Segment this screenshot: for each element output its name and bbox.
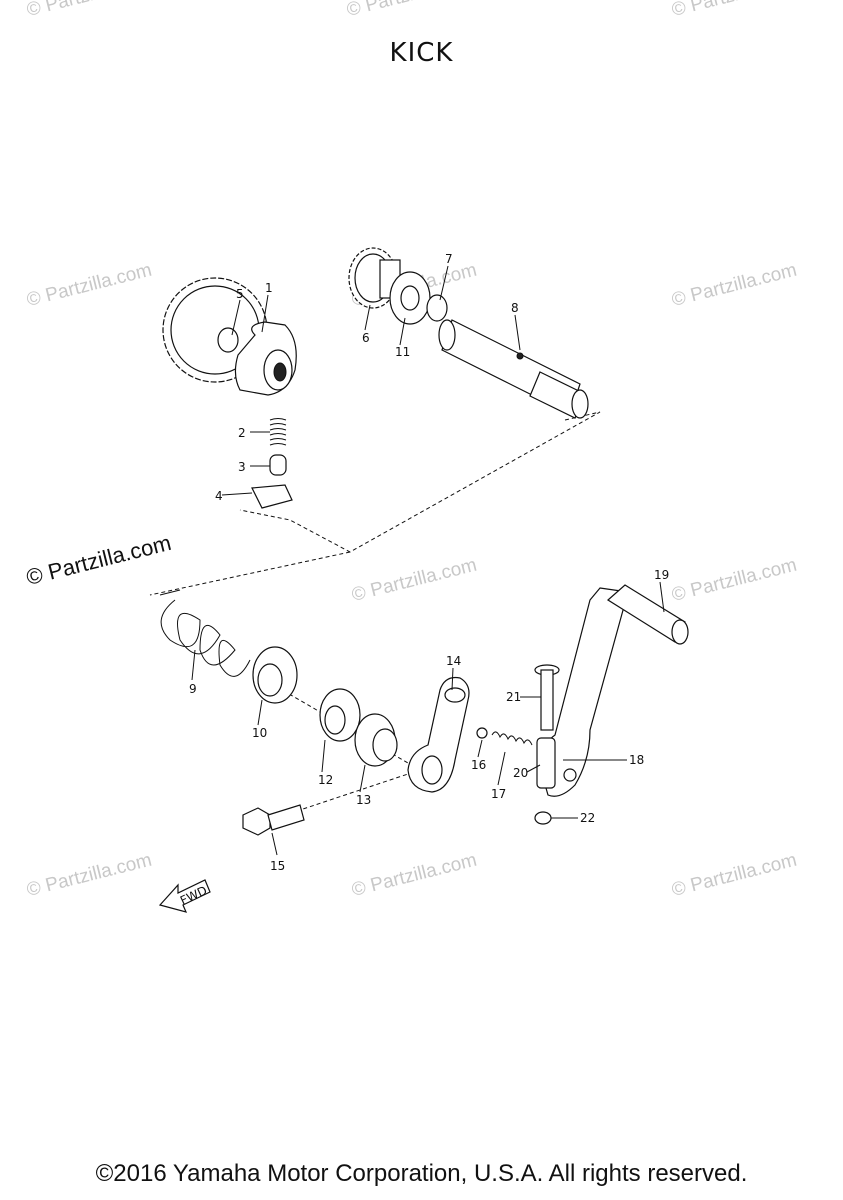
callout-label: 11	[395, 345, 410, 359]
assembly-line	[239, 411, 601, 553]
fwd-arrow: FWD	[158, 879, 211, 913]
collar	[354, 713, 398, 767]
pivot-pin	[534, 664, 560, 731]
kick-boss	[407, 676, 470, 793]
assembly-line	[284, 769, 421, 816]
pivot	[536, 737, 556, 789]
callout-label: 2	[238, 426, 246, 440]
callout-label: 7	[445, 252, 453, 266]
ball	[476, 727, 488, 739]
callout-label: 18	[629, 753, 644, 767]
callout-label: 17	[491, 787, 506, 801]
torsion-spring	[159, 589, 251, 677]
spring-small	[269, 418, 287, 446]
copyright-notice: ©2016 Yamaha Motor Corporation, U.S.A. A…	[95, 1160, 748, 1187]
callout-label: 12	[318, 773, 333, 787]
callout-label: 15	[270, 859, 285, 873]
bushing-12	[319, 688, 361, 742]
callout-label: 16	[471, 758, 486, 772]
callout-label: 1	[265, 281, 273, 295]
callout-label: 13	[356, 793, 371, 807]
kick-gear	[162, 277, 297, 396]
callout-label: 4	[215, 489, 223, 503]
callout-label: 8	[511, 301, 519, 315]
spring-17	[491, 731, 533, 746]
kick-shaft	[438, 319, 589, 419]
callout-label: 20	[513, 766, 528, 780]
callout-label: 19	[654, 568, 669, 582]
callout-label: 5	[236, 287, 244, 301]
pin	[269, 454, 287, 476]
clip	[251, 484, 293, 509]
circlip-22	[534, 811, 552, 825]
callout-label: 21	[506, 690, 521, 704]
bushing	[252, 646, 298, 704]
callout-label: 6	[362, 331, 370, 345]
assembly-line	[149, 551, 351, 596]
callout-label: 22	[580, 811, 595, 825]
callout-label: 10	[252, 726, 267, 740]
callout-label: 3	[238, 460, 246, 474]
kick-grip	[607, 584, 689, 645]
fwd-label: FWD	[178, 883, 209, 908]
callout-label: 14	[446, 654, 461, 668]
circlip	[426, 294, 448, 322]
washer-11	[389, 271, 431, 325]
leader-line	[221, 492, 253, 496]
bolt	[242, 804, 305, 836]
leader-lines	[191, 265, 665, 856]
callout-label: 9	[189, 682, 197, 696]
diagram-title: KICK	[389, 38, 454, 68]
